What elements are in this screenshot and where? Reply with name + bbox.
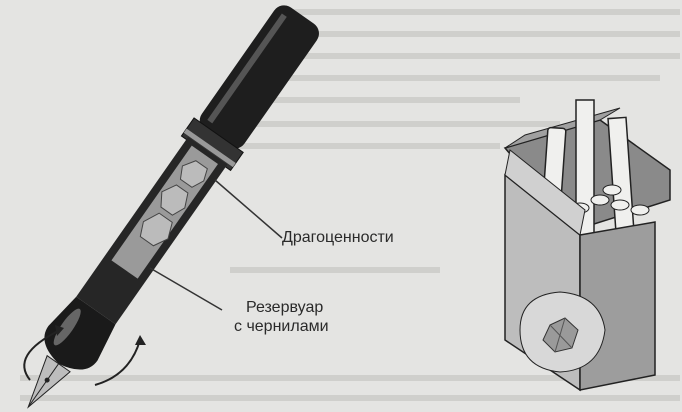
- label-jewels: Драгоценности: [282, 229, 394, 246]
- leader-line-jewels: [214, 179, 283, 239]
- leader-line-ink: [149, 267, 223, 311]
- label-ink-reservoir: Резервуар с чернилами: [234, 298, 329, 336]
- label-ink-reservoir-line2: с чернилами: [234, 318, 329, 335]
- cigarette-pack: [503, 99, 671, 392]
- label-ink-reservoir-line1: Резервуар: [246, 299, 324, 316]
- fountain-pen: [23, 5, 319, 409]
